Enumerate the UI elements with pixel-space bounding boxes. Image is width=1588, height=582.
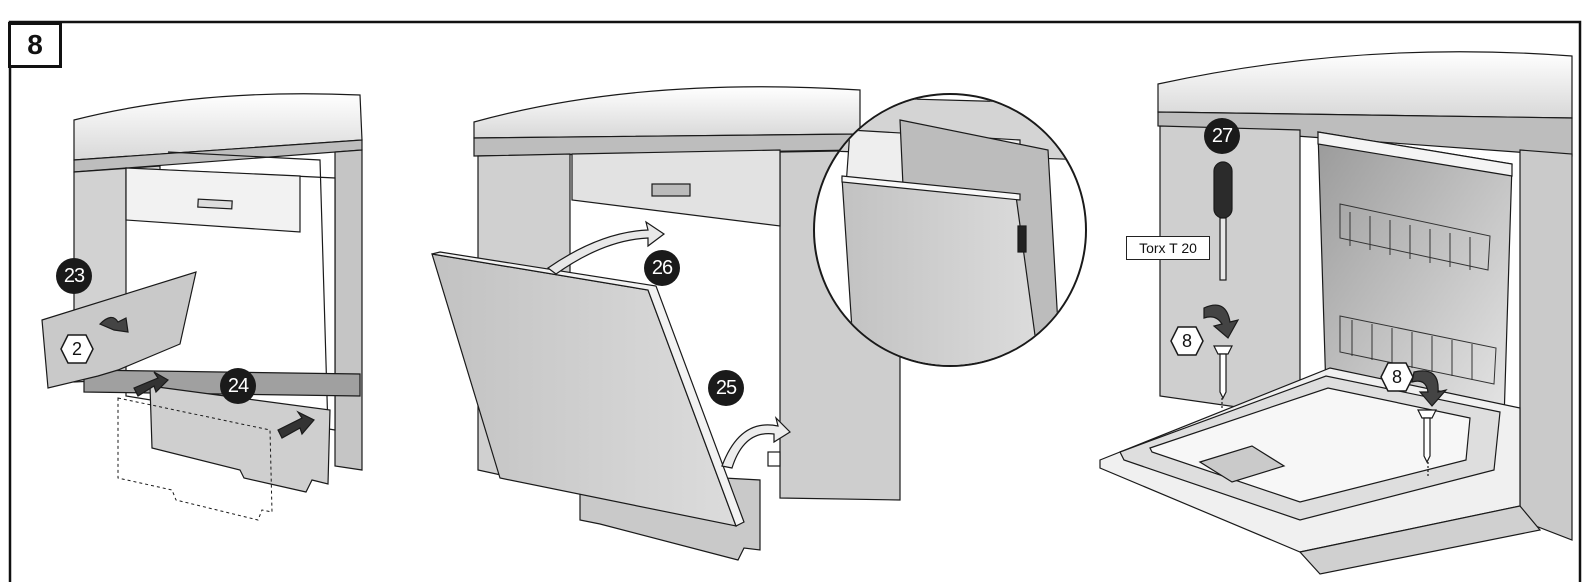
step-number: 8 — [8, 22, 62, 68]
callout-23-badge: 23 — [56, 258, 92, 294]
hexagon-icon — [1380, 362, 1414, 392]
scene-3-screw-door — [1099, 51, 1573, 575]
callout-27-badge: 27 — [1204, 118, 1240, 154]
part-ref-8-left: 8 — [1170, 326, 1204, 356]
callout-26-badge: 26 — [644, 250, 680, 286]
hexagon-icon — [1170, 326, 1204, 356]
callout-24-badge: 24 — [220, 368, 256, 404]
scene-1-remove-plinth — [41, 93, 363, 521]
tool-label: Torx T 20 — [1126, 236, 1210, 260]
callout-25-badge: 25 — [708, 370, 744, 406]
page-border — [8, 20, 1582, 582]
part-ref-2: 2 — [60, 334, 94, 364]
hexagon-icon — [60, 334, 94, 364]
part-ref-8-right: 8 — [1380, 362, 1414, 392]
scene-2-hang-door-panel — [431, 86, 901, 561]
